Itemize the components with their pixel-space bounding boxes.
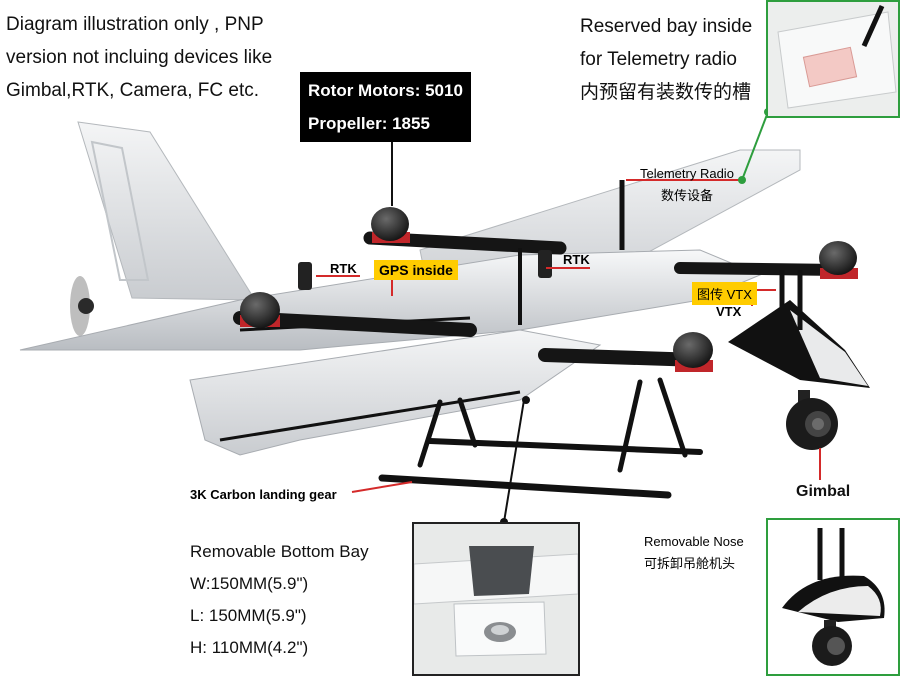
gimbal-label: Gimbal xyxy=(796,483,851,500)
bottom-bay-inset xyxy=(412,522,580,676)
removable-nose-label: Removable Nose 可拆卸吊舱机头 xyxy=(644,534,744,572)
propeller-spec: Propeller: 1855 xyxy=(308,114,430,133)
bottom-bay-image xyxy=(414,524,578,674)
vtx-badge: 图传 VTX xyxy=(692,282,757,305)
bottom-bay-width: W:150MM(5.9") xyxy=(190,574,309,593)
disclaimer-line-1: Diagram illustration only , PNP xyxy=(6,14,264,35)
telemetry-label: Telemetry Radio 数传设备 xyxy=(640,166,734,204)
vtx-label: VTX xyxy=(716,304,742,319)
reserved-bay-line-3: 内预留有装数传的槽 xyxy=(580,82,752,103)
landing-gear-label: 3K Carbon landing gear xyxy=(190,487,337,502)
disclaimer-line-3: Gimbal,RTK, Camera, FC etc. xyxy=(6,80,260,101)
removable-nose-inset xyxy=(766,518,900,676)
rtk-antenna-right xyxy=(538,250,552,278)
rtk-label-left: RTK xyxy=(330,261,357,276)
landing-gear xyxy=(378,377,703,499)
rtk-antenna-left xyxy=(298,262,312,290)
telemetry-bay-image xyxy=(768,2,898,116)
gps-inside-badge: GPS inside xyxy=(374,260,458,280)
motor-spec: Rotor Motors: 5010 xyxy=(308,81,463,100)
telemetry-bay-inset xyxy=(766,0,900,118)
reserved-bay-line-1: Reserved bay inside xyxy=(580,16,753,37)
telemetry-label-en: Telemetry Radio xyxy=(640,166,734,181)
bottom-bay-length: L: 150MM(5.9") xyxy=(190,606,307,625)
motor-rear-right xyxy=(819,241,858,279)
gimbal-camera xyxy=(786,390,838,450)
motor-front-left xyxy=(240,292,280,328)
motor-front-right xyxy=(673,332,713,372)
reserved-bay-line-2: for Telemetry radio xyxy=(580,49,737,70)
disclaimer-note: Diagram illustration only , PNP version … xyxy=(6,8,306,107)
telemetry-label-cn: 数传设备 xyxy=(660,188,713,203)
reserved-bay-note: Reserved bay inside for Telemetry radio … xyxy=(580,10,780,109)
motor-rear-left xyxy=(371,207,410,243)
rtk-label-right: RTK xyxy=(563,252,590,267)
tail-fin xyxy=(77,121,256,301)
removable-nose-cn: 可拆卸吊舱机头 xyxy=(644,556,736,571)
bottom-bay-specs: Removable Bottom Bay W:150MM(5.9") L: 15… xyxy=(190,536,369,664)
disclaimer-line-2: version not incluing devices like xyxy=(6,47,273,68)
bottom-bay-height: H: 110MM(4.2") xyxy=(190,638,309,657)
removable-nose-image xyxy=(768,520,898,674)
bottom-bay-title: Removable Bottom Bay xyxy=(190,542,369,561)
motor-spec-box: Rotor Motors: 5010 Propeller: 1855 xyxy=(300,72,471,142)
removable-nose-en: Removable Nose xyxy=(644,534,744,549)
near-wing xyxy=(189,329,602,456)
